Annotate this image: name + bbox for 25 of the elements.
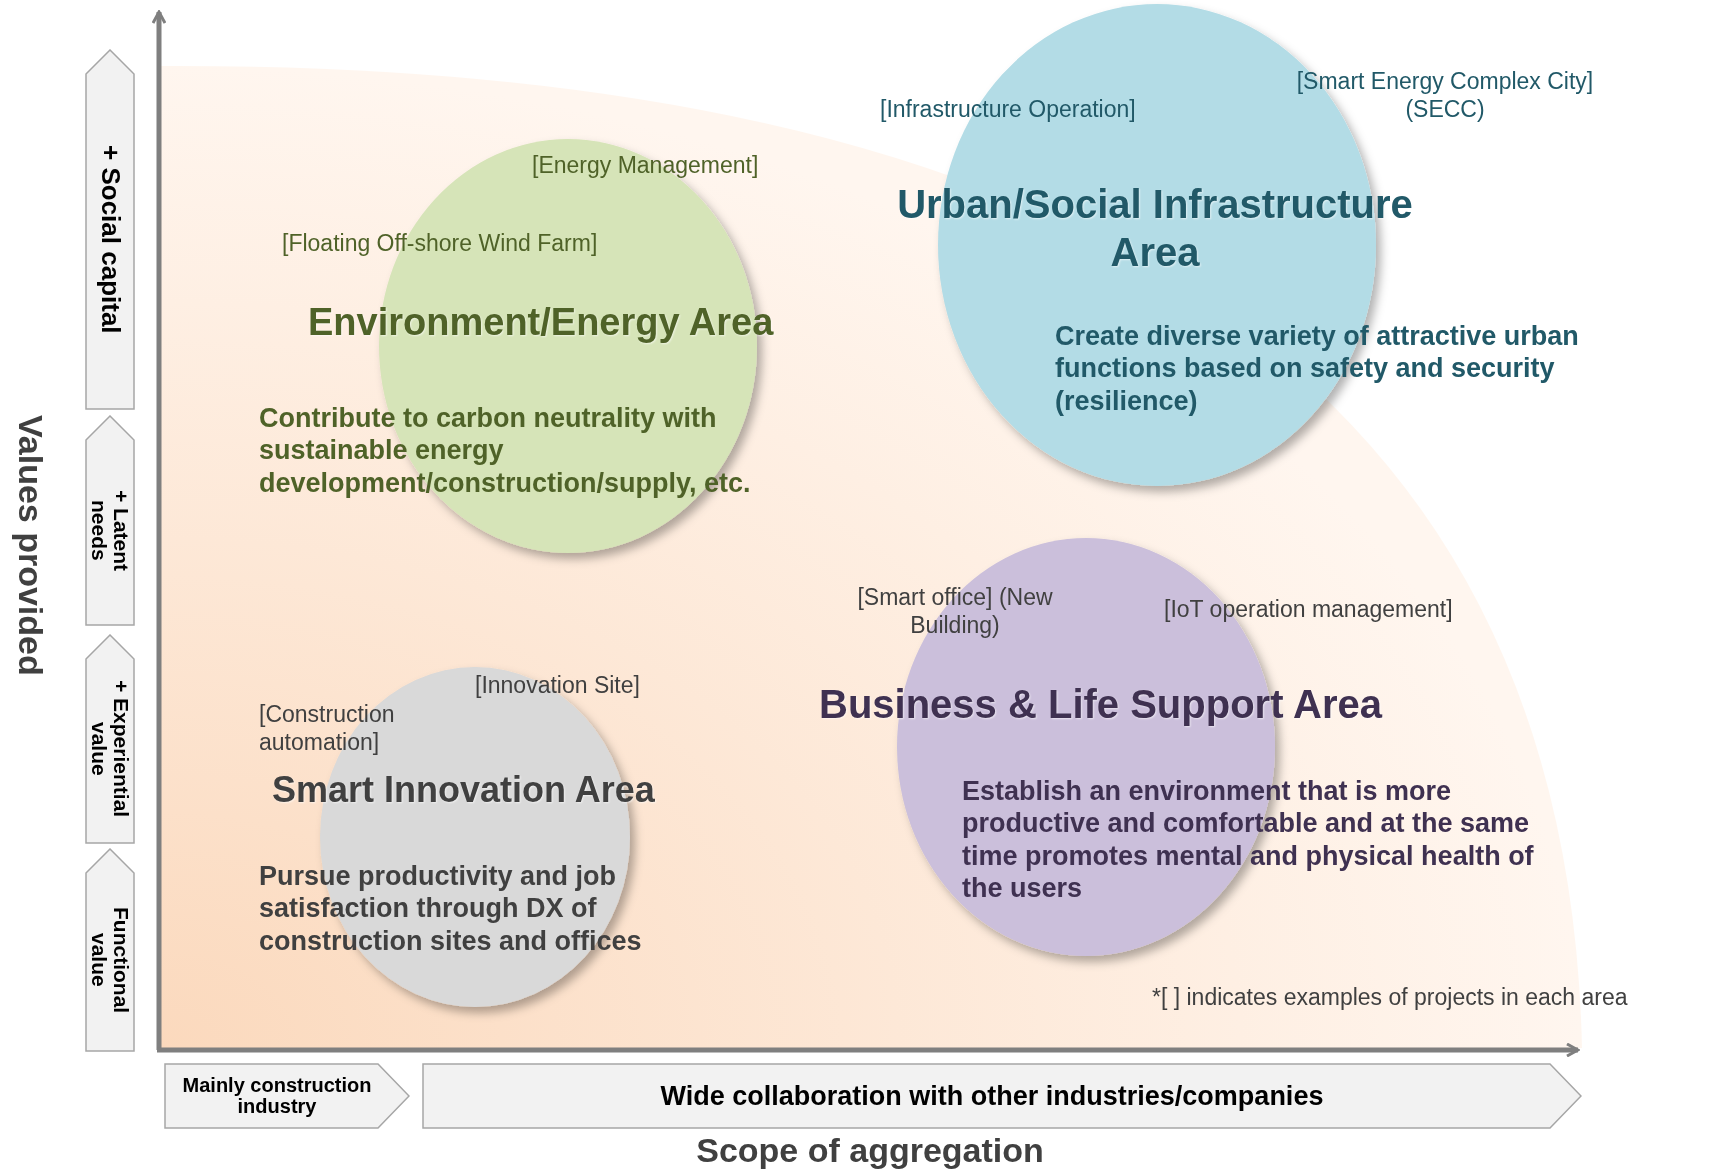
pentagon-tab: Mainly construction industry [164,1063,410,1129]
axis-title: Values provided [10,413,51,678]
project-label: [Smart office] (New Building) [856,584,1054,640]
area-title: Smart Innovation Area [272,768,656,812]
project-label: [Construction automation] [259,701,396,757]
project-label: [Energy Management] [532,152,759,180]
area-title: Environment/Energy Area [308,300,775,345]
pentagon-tab: + Social capital [85,49,135,410]
area-title: Business & Life Support Area [819,681,1384,728]
pentagon-tab: + Latent needs [85,415,135,626]
area-description: Pursue productivity and job satisfaction through DX of construction sites and offices [259,860,643,958]
area-description: Create diverse variety of attractive urban functions based on safety and security (resilience) [1055,320,1580,418]
pentagon-tab: Wide collaboration with other industries/companies [422,1063,1582,1129]
area-description: Contribute to carbon neutrality with sustainable energy development/construction/supply, etc. [259,402,752,500]
project-label: [Floating Off-shore Wind Farm] [282,230,598,258]
pentagon-tab: + Experiential value [85,634,135,844]
axis-title: Scope of aggregation [695,1130,1045,1170]
area-description: Establish an environment that is more productive and comfortable and at the same time promotes mental and physical health of the users [962,775,1535,905]
footnote: *[ ] indicates examples of projects in each area [1152,984,1628,1012]
project-label: [Innovation Site] [475,672,640,700]
project-label: [Smart Energy Complex City] (SECC) [1295,68,1595,124]
project-label: [Infrastructure Operation] [880,96,1136,124]
area-title: Urban/Social Infrastructure Area [896,181,1414,276]
project-label: [IoT operation management] [1164,596,1453,624]
pentagon-tab: Functional value [85,848,135,1052]
